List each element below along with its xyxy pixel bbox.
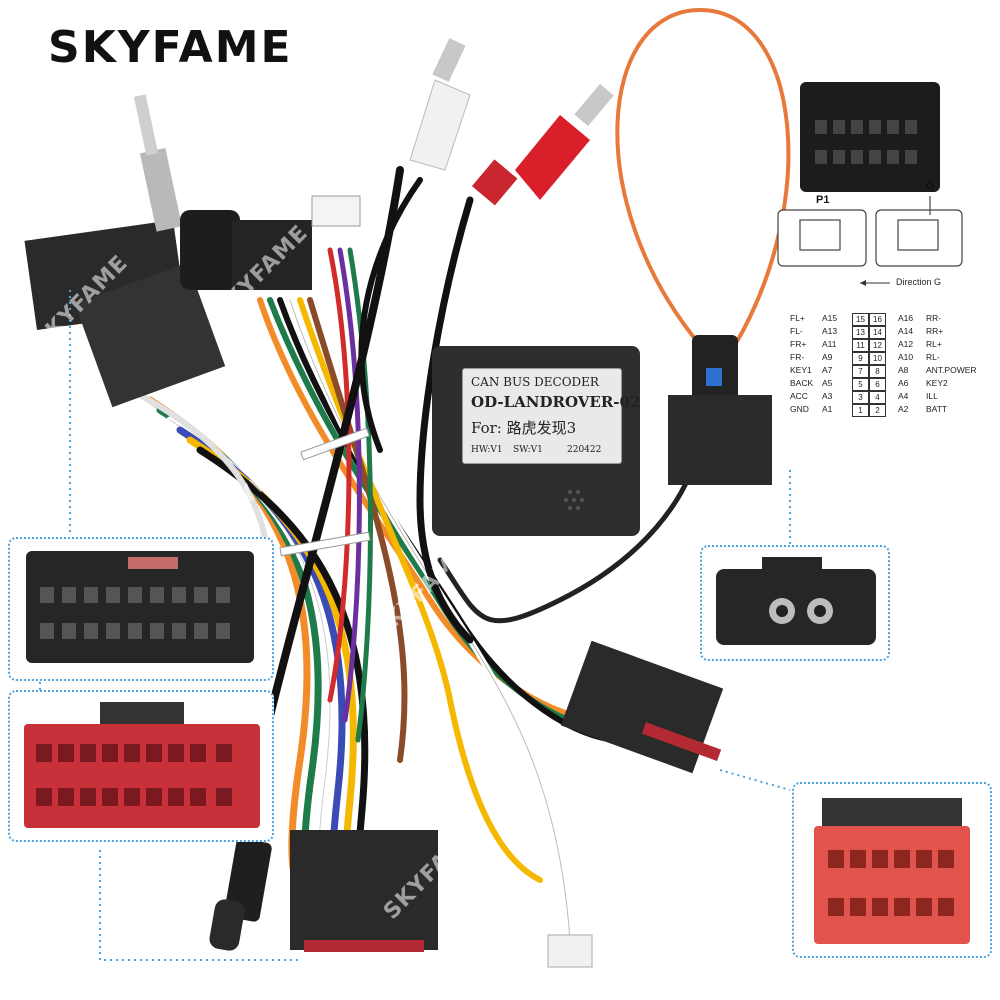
- pin-left-name: BACK: [790, 378, 814, 388]
- pin-left-id: A5: [822, 378, 833, 388]
- pin-box-left: 13: [852, 326, 869, 339]
- pin-box-left: 15: [852, 313, 869, 326]
- decoder-sw: SW:V1: [513, 445, 543, 455]
- pin-right-name: ILL: [926, 391, 938, 401]
- pin-box-left: 1: [852, 404, 869, 417]
- rca-plug-red: [471, 83, 614, 206]
- pin-right-name: RR+: [926, 326, 944, 336]
- pin-right-id: A8: [898, 365, 909, 375]
- decoder-label: CAN BUS DECODER OD-LANDROVER-02 For: 路虎发…: [462, 368, 640, 464]
- pin-box-right: 2: [869, 404, 886, 417]
- pin-left-name: GND: [790, 404, 809, 414]
- direction-label: Direction G: [896, 277, 942, 287]
- decoder-title: CAN BUS DECODER: [471, 375, 599, 389]
- decoder-hw: HW:V1: [471, 445, 503, 455]
- pin-box-right: 6: [869, 378, 886, 391]
- pin-right-id: A16: [898, 313, 914, 323]
- pin-box-right: 16: [869, 313, 886, 326]
- pin-left-name: ACC: [790, 391, 808, 401]
- white-plug-bottom: [547, 934, 593, 968]
- pin-left-name: FR-: [790, 352, 805, 362]
- rca-plug-white: [409, 38, 471, 171]
- pin-left-id: A11: [822, 339, 837, 349]
- black-connector-bottom: [290, 830, 438, 952]
- connector-photo-top-right: [800, 82, 940, 192]
- inset-connector-black: [8, 537, 274, 681]
- pin-right-id: A10: [898, 352, 914, 362]
- pin-left-name: KEY1: [790, 365, 812, 375]
- pin-right-id: A6: [898, 378, 909, 388]
- pin-left-id: A9: [822, 352, 833, 362]
- pin-left-id: A13: [822, 326, 838, 336]
- pin-right-name: KEY2: [926, 378, 948, 388]
- pin-box-right: 8: [869, 365, 886, 378]
- pin-left-id: A15: [822, 313, 838, 323]
- pin-right-name: BATT: [926, 404, 948, 414]
- decoder-model: OD-LANDROVER-02: [471, 393, 641, 411]
- pin-right-id: A4: [898, 391, 909, 401]
- pin-right-id: A14: [898, 326, 914, 336]
- pin-right-name: RR-: [926, 313, 942, 323]
- round-plug-bottom-left: [209, 838, 272, 951]
- antenna-plug: [133, 94, 240, 290]
- pin-left-name: FL+: [790, 313, 805, 323]
- pin-left-name: FR+: [790, 339, 807, 349]
- leader-lines: [39, 290, 791, 961]
- pin-left-name: FL-: [790, 326, 803, 336]
- pin-left-id: A1: [822, 404, 833, 414]
- inset-connector-fiber: [700, 545, 890, 661]
- pin-right-name: ANT.POWER: [926, 365, 977, 375]
- pin-right-name: RL+: [926, 339, 942, 349]
- fiber-loop-cable: [615, 7, 791, 347]
- pin-right-name: RL-: [926, 352, 940, 362]
- pin-box-left: 5: [852, 378, 869, 391]
- pin-right-id: A2: [898, 404, 909, 414]
- pin-left-id: A3: [822, 391, 833, 401]
- brand-logo: SKYFAME: [48, 22, 293, 73]
- black-connector-top-left: [24, 219, 226, 408]
- pin-box-right: 4: [869, 391, 886, 404]
- label-g: G: [926, 180, 935, 192]
- decoder-vehicle: For: 路虎发现3: [471, 419, 577, 437]
- label-p1: P1: [816, 194, 830, 206]
- pin-right-id: A12: [898, 339, 914, 349]
- inset-connector-red: [8, 690, 274, 842]
- pin-box-right: 14: [869, 326, 886, 339]
- pin-left-id: A7: [822, 365, 833, 375]
- pin-box-left: 9: [852, 352, 869, 365]
- pin-box-left: 7: [852, 365, 869, 378]
- black-connector-right: [560, 640, 724, 774]
- inset-connector-red-small: [792, 782, 992, 958]
- pin-box-left: 11: [852, 339, 869, 352]
- pin-box-right: 12: [869, 339, 886, 352]
- connector-line-drawings: [777, 196, 963, 267]
- pin-box-right: 10: [869, 352, 886, 365]
- decoder-code: 220422: [567, 445, 602, 455]
- pin-box-left: 3: [852, 391, 869, 404]
